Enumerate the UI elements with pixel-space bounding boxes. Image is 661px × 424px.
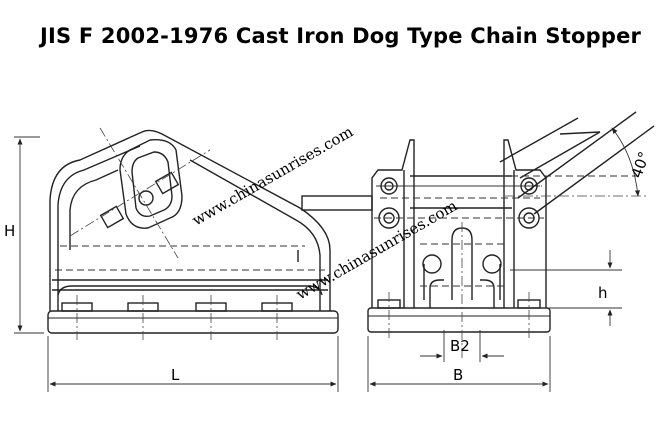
diagram-title: JIS F 2002-1976 Cast Iron Dog Type Chain… xyxy=(40,24,642,48)
dim-label-B2: B2 xyxy=(450,337,470,355)
dim-label-h: h xyxy=(598,284,608,302)
front-view xyxy=(301,111,655,392)
front-right-cheek xyxy=(503,139,547,308)
front-base-plate xyxy=(367,307,551,333)
dim-label-B: B xyxy=(453,366,463,384)
pawl-pin xyxy=(138,190,154,206)
base-bolts xyxy=(61,295,293,340)
front-bosses xyxy=(374,177,544,229)
dim-label-L: L xyxy=(171,366,180,384)
dim-label-H: H xyxy=(4,222,15,240)
watermark-text: www.chinasunrises.com xyxy=(293,197,460,304)
dim-label-angle: 40° xyxy=(628,149,654,180)
front-left-cheek xyxy=(371,139,415,308)
side-base-plate xyxy=(47,310,339,334)
side-view xyxy=(14,127,339,392)
front-shaft xyxy=(301,195,373,211)
pawl-inner xyxy=(131,151,173,218)
side-body-outline xyxy=(49,129,331,311)
watermark-text: www.chinasunrises.com xyxy=(189,123,356,230)
pawl-outer xyxy=(119,139,183,229)
